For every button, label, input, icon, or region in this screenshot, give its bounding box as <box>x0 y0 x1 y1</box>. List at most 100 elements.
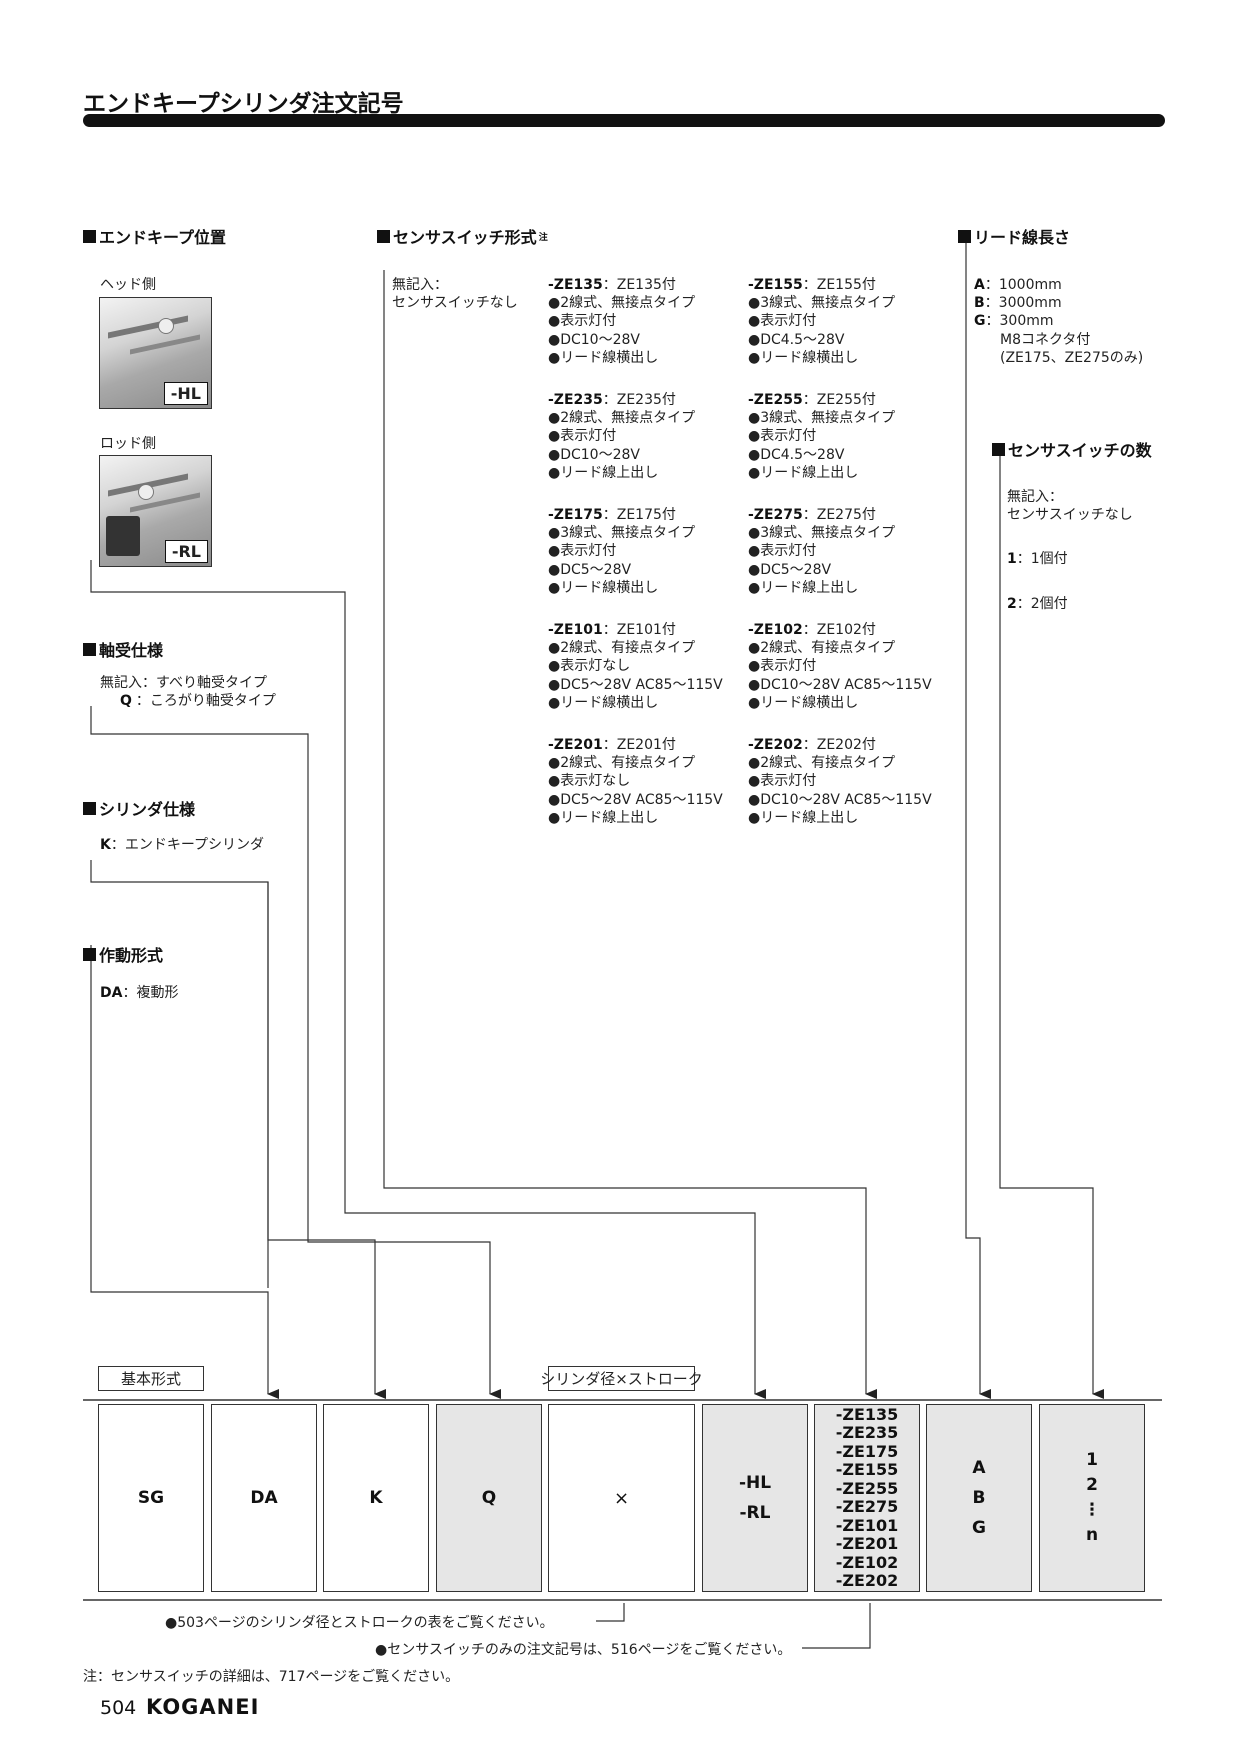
sensor-spec-title: -ZE175：ZE175付 <box>548 507 676 523</box>
title-rule <box>83 114 1165 127</box>
sensor-spec-title: -ZE235：ZE235付 <box>548 392 676 408</box>
sensor-code: -ZE275 <box>835 1497 899 1516</box>
sensor-spec-ze202: -ZE202：ZE202付●2線式、有接点タイプ●表示灯付●DC10～28V A… <box>748 736 932 827</box>
sensor-spec-title: -ZE275：ZE275付 <box>748 507 876 523</box>
section-action-heading: 作動形式 <box>83 942 163 966</box>
count-option-1: 1：1個付 <box>1007 551 1068 567</box>
count-option-2: 2：2個付 <box>1007 596 1068 612</box>
bore-stroke-label: シリンダ径×ストローク <box>540 1366 703 1391</box>
sensor-spec-line: ●表示灯付 <box>748 773 817 790</box>
head-side-photo: -HL <box>99 297 212 409</box>
code-box-q: Q <box>436 1404 542 1592</box>
basic-model-label: 基本形式 <box>98 1366 204 1391</box>
lead-code: A <box>972 1458 986 1478</box>
sensor-spec-line: ●DC4.5～28V <box>748 446 845 463</box>
sensor-spec-line: ●2線式、有接点タイプ <box>748 640 896 657</box>
sensor-spec-title: -ZE135：ZE135付 <box>548 277 676 293</box>
code-box-sensor: -ZE135-ZE235-ZE175-ZE155-ZE255-ZE275-ZE1… <box>814 1404 920 1592</box>
sensor-spec-line: ●表示灯付 <box>748 543 817 560</box>
lead-option-a: A：1000mm <box>974 277 1062 293</box>
lead-option-g: G：300mm <box>974 313 1054 330</box>
sensor-spec-title: -ZE255：ZE255付 <box>748 392 876 408</box>
sensor-code: -ZE101 <box>835 1515 899 1535</box>
code-box-da: DA <box>211 1404 317 1592</box>
code-box-position: -HL -RL <box>702 1404 808 1592</box>
sensor-spec-line: ●表示灯付 <box>548 313 617 330</box>
sensor-spec-line: ●表示灯付 <box>748 313 817 330</box>
sensor-spec-line: ●リード線横出し <box>548 579 659 596</box>
sensor-spec-line: ●表示灯なし <box>548 773 631 790</box>
sensor-spec-ze101: -ZE101：ZE101付●2線式、有接点タイプ●表示灯なし●DC5～28V A… <box>548 621 723 712</box>
count-code: 2 <box>1086 1475 1098 1495</box>
line-cylinder <box>90 860 269 1288</box>
note-sensor-leader <box>802 1603 871 1649</box>
sensor-spec-line: ●表示灯付 <box>548 428 617 445</box>
square-bullet-icon <box>377 229 390 243</box>
sensor-code: -ZE175 <box>835 1441 899 1461</box>
sensor-code: -ZE255 <box>835 1478 899 1498</box>
sensor-spec-line: ●表示灯付 <box>748 658 817 675</box>
sensor-spec-ze102: -ZE102：ZE102付●2線式、有接点タイプ●表示灯付●DC10～28V A… <box>748 621 932 712</box>
sensor-spec-ze135: -ZE135：ZE135付 ●2線式、無接点タイプ●表示灯付●DC10～28V●リ… <box>548 276 695 367</box>
bore-stroke-note: ●503ページのシリンダ径とストロークの表をご覧ください。 <box>165 1615 554 1631</box>
head-side-label: ヘッド側 <box>100 277 156 293</box>
lead-code: G <box>972 1518 986 1538</box>
sensor-spec-line: ●3線式、無接点タイプ <box>548 525 696 542</box>
sensor-spec-ze235: -ZE235：ZE235付●2線式、無接点タイプ●表示灯付●DC10～28V●リ… <box>548 391 695 482</box>
sensor-spec-title: -ZE101：ZE101付 <box>548 622 676 638</box>
sensor-code: -ZE202 <box>835 1571 899 1590</box>
sensor-spec-line: ●リード線上出し <box>748 809 859 826</box>
sensor-code: -ZE235 <box>835 1423 899 1442</box>
sensor-spec-ze201: -ZE201：ZE201付 ●2線式、有接点タイプ●表示灯なし●DC5～28V A… <box>548 736 723 827</box>
sensor-spec-line: ●リード線横出し <box>748 694 859 711</box>
sensor-code: -ZE201 <box>835 1534 899 1553</box>
sensor-none: 無記入： センサスイッチなし <box>392 277 518 312</box>
sensor-spec-line: ●DC5～28V <box>748 561 832 578</box>
sensor-spec-line: ●DC5～28V <box>548 561 632 578</box>
page-title: エンドキープシリンダ注文記号 <box>83 91 404 117</box>
section-position-heading: エンドキープ位置 <box>83 224 226 248</box>
sensor-spec-line: ●DC4.5～28V <box>748 331 845 348</box>
sensor-spec-line: ●DC10～28V <box>548 331 640 348</box>
bearing-option-q: Q：ころがり軸受タイプ <box>120 693 276 709</box>
sensor-spec-ze155: -ZE155：ZE155付●3線式、無接点タイプ●表示灯付●DC4.5～28V●… <box>748 276 895 367</box>
line-cylinder-main <box>267 882 386 1399</box>
sensor-spec-line: ●リード線横出し <box>548 694 659 711</box>
sensor-spec-line: ●リード線上出し <box>548 464 659 481</box>
sensor-spec-title: -ZE201：ZE201付 <box>548 737 676 753</box>
sensor-spec-line: ●表示灯付 <box>748 428 817 445</box>
sensor-spec-line: ●リード線横出し <box>548 349 659 366</box>
sensor-spec-line: ●3線式、無接点タイプ <box>748 295 896 312</box>
note-bore-leader <box>596 1603 625 1622</box>
count-code: n <box>1085 1525 1099 1545</box>
line-lead <box>965 230 991 1399</box>
line-bearing <box>90 706 501 1399</box>
sensor-spec-ze175: -ZE175：ZE175付●3線式、無接点タイプ●表示灯付●DC5～28V●リー… <box>548 506 695 597</box>
page-number: 504 <box>100 1697 137 1719</box>
sensor-spec-line: ●DC10～28V <box>548 446 640 463</box>
sensor-code: -ZE102 <box>835 1552 899 1572</box>
sensor-spec-line: ●リード線横出し <box>748 349 859 366</box>
sensor-spec-line: ●2線式、無接点タイプ <box>548 295 696 312</box>
sensor-code: -ZE155 <box>835 1460 899 1479</box>
rod-side-tag: -RL <box>164 540 208 563</box>
sensor-spec-line: ●2線式、有接点タイプ <box>748 755 896 772</box>
head-side-tag: -HL <box>163 382 208 405</box>
sensor-spec-line: ●DC5～28V AC85～115V <box>548 791 723 808</box>
sensor-code: -ZE135 <box>835 1404 899 1424</box>
sensor-spec-line: ●DC10～28V AC85～115V <box>748 791 932 808</box>
sensor-spec-title: -ZE102：ZE102付 <box>748 622 876 638</box>
square-bullet-icon <box>83 229 96 243</box>
section-sensor-heading: センサスイッチ形式注 <box>377 224 548 248</box>
lead-options: A：1000mm B：3000mm G：300mm M8コネクタ付 (ZE175… <box>974 277 1144 366</box>
sensor-spec-line: ●2線式、有接点タイプ <box>548 755 696 772</box>
square-bullet-icon <box>958 229 971 243</box>
section-cylinder-heading: シリンダ仕様 <box>83 796 195 820</box>
code-box-sg: SG <box>98 1404 204 1592</box>
sensor-spec-line: ●DC5～28V AC85～115V <box>548 676 723 693</box>
sensor-detail-footnote: 注：センサスイッチの詳細は、717ページをご覧ください。 <box>83 1669 460 1685</box>
sensor-spec-line: ●リード線上出し <box>748 579 859 596</box>
